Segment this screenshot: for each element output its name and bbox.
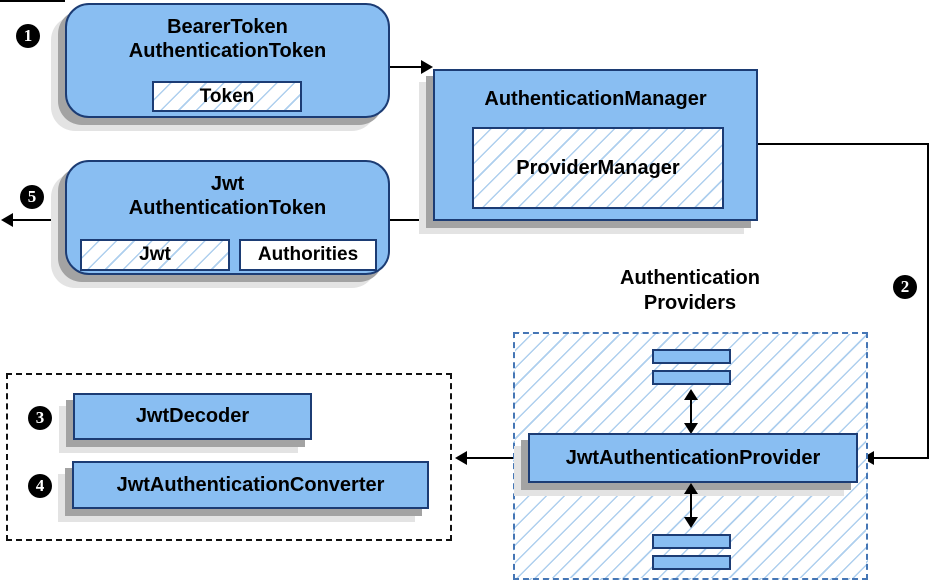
flow2-right-rail-line <box>927 143 929 459</box>
jwt-chip: Jwt <box>80 239 230 271</box>
provider-manager-chip: ProviderManager <box>472 127 724 209</box>
flow1-incoming-line <box>0 0 65 2</box>
arrowhead-into-manager <box>421 60 433 74</box>
flow3-provider-to-support-line <box>467 457 516 459</box>
step-5-badge: 5 <box>20 185 44 209</box>
bearer-token-box-title: BearerToken AuthenticationToken <box>128 16 327 62</box>
authorities-chip: Authorities <box>239 239 377 271</box>
provider-link-line-lower <box>690 491 692 519</box>
provider-manager-chip-label: ProviderManager <box>516 156 680 179</box>
arrowhead-up-lower <box>684 483 698 494</box>
jwt-authentication-converter-box: JwtAuthenticationConverter <box>72 461 429 509</box>
step-3-badge: 3 <box>28 406 52 430</box>
authentication-manager-title: AuthenticationManager <box>484 88 707 110</box>
jwt-authentication-converter-label: JwtAuthenticationConverter <box>116 473 385 496</box>
flow5-manager-to-jwt-line <box>390 219 433 221</box>
arrowhead-up-upper <box>684 389 698 400</box>
step-4-badge: 4 <box>28 474 52 498</box>
arrowhead-flow5-out <box>1 213 13 227</box>
jwt-authentication-provider-label: JwtAuthenticationProvider <box>565 446 821 469</box>
step-1-badge: 1 <box>16 24 40 48</box>
provider-stack-bar <box>652 555 731 570</box>
step-2-badge: 2 <box>893 275 917 299</box>
flow2-into-provider-line <box>874 457 929 459</box>
jwt-authentication-token-box: Jwt AuthenticationToken Jwt Authorities <box>65 160 390 275</box>
jwt-decoder-box: JwtDecoder <box>73 393 312 440</box>
authentication-manager-box: AuthenticationManager ProviderManager <box>433 69 758 221</box>
token-chip-label: Token <box>199 85 255 107</box>
arrowhead-down-upper <box>684 423 698 434</box>
authorities-chip-label: Authorities <box>257 244 359 265</box>
arrowhead-down-lower <box>684 517 698 528</box>
jwt-token-box-title: Jwt AuthenticationToken <box>128 173 327 219</box>
jwt-support-container <box>6 373 452 541</box>
bearer-token-authentication-token-box: BearerToken AuthenticationToken Token <box>65 3 390 118</box>
flow1-bearer-to-manager-line <box>390 66 422 68</box>
arrowhead-into-support-box <box>455 451 467 465</box>
provider-link-line-upper <box>690 397 692 425</box>
token-chip: Token <box>152 81 302 112</box>
provider-stack-bar <box>652 534 731 549</box>
jwt-authentication-provider-box: JwtAuthenticationProvider <box>528 433 858 483</box>
providers-group-title: Authentication Providers <box>620 267 760 314</box>
jwt-chip-label: Jwt <box>139 244 171 265</box>
flow2-manager-out-line <box>757 143 929 145</box>
provider-stack-bar <box>652 349 731 364</box>
jwt-decoder-label: JwtDecoder <box>135 405 250 427</box>
flow5-outgoing-line <box>13 219 65 221</box>
provider-stack-bar <box>652 370 731 385</box>
